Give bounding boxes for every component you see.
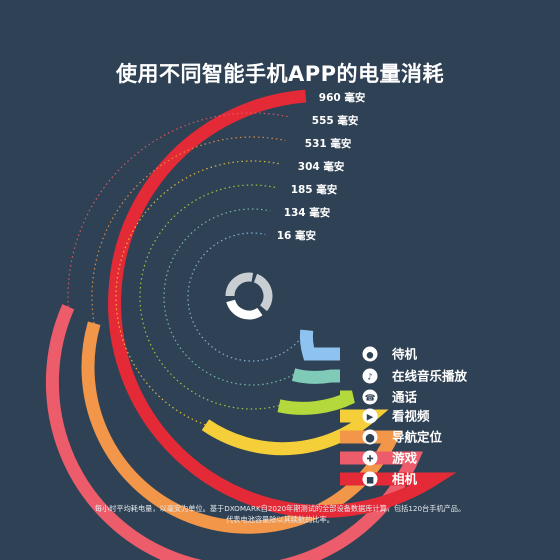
value-label-通话: 185 毫安 xyxy=(291,183,338,196)
footnote-line-2: 代表电池容量除以其续航的比率。 xyxy=(226,515,334,524)
footnote-line-1: 每小时平均耗电量，以毫安为单位。基于DXOMARK自2020年期测试的全部设备数… xyxy=(94,504,466,513)
legend-label-导航定位: 导航定位 xyxy=(392,430,443,445)
svg-text:▶: ▶ xyxy=(367,412,374,422)
value-label-待机: 16 毫安 xyxy=(277,229,317,242)
value-label-游戏: 555 毫安 xyxy=(312,114,359,127)
music-note-icon xyxy=(362,368,378,384)
guide-待机 xyxy=(187,232,308,362)
footnote: 每小时平均耗电量，以毫安为单位。基于DXOMARK自2020年期测试的全部设备数… xyxy=(0,503,560,525)
svg-text:☎: ☎ xyxy=(365,393,376,403)
bar-通话 xyxy=(277,390,355,415)
guide-在线音乐播放 xyxy=(163,208,294,386)
legend-label-通话: 通话 xyxy=(392,390,418,405)
bar-游戏 xyxy=(45,304,423,560)
legend-label-看视频: 看视频 xyxy=(392,409,430,424)
dxomark-logo-icon xyxy=(225,272,273,320)
legend-label-待机: 待机 xyxy=(392,347,418,362)
value-label-在线音乐播放: 134 毫安 xyxy=(284,206,331,219)
camera-icon xyxy=(362,471,378,487)
svg-text:■: ■ xyxy=(366,475,374,485)
svg-text:♪: ♪ xyxy=(367,372,372,382)
value-label-看视频: 304 毫安 xyxy=(298,160,345,173)
bar-待机 xyxy=(299,329,340,361)
video-play-icon xyxy=(362,408,378,424)
bar-在线音乐播放 xyxy=(291,368,340,384)
bar-导航定位 xyxy=(81,321,403,534)
standby-icon xyxy=(362,346,378,362)
chart-title: 使用不同智能手机APP的电量消耗 xyxy=(115,62,445,86)
svg-text:●: ● xyxy=(366,350,373,360)
legend-label-相机: 相机 xyxy=(392,472,418,487)
value-label-导航定位: 531 毫安 xyxy=(305,137,352,150)
gamepad-icon xyxy=(362,450,378,466)
phone-call-icon xyxy=(362,389,378,405)
legend-label-在线音乐播放: 在线音乐播放 xyxy=(392,369,468,384)
guide-游戏 xyxy=(67,112,291,307)
legend-label-游戏: 游戏 xyxy=(392,451,418,466)
svg-text:✚: ✚ xyxy=(366,454,373,464)
bar-相机 xyxy=(108,89,457,518)
svg-text:⬤: ⬤ xyxy=(365,433,375,443)
location-pin-icon xyxy=(362,429,378,445)
value-label-相机: 960 毫安 xyxy=(319,91,366,104)
guide-导航定位 xyxy=(91,136,286,324)
bar-看视频 xyxy=(201,409,389,456)
